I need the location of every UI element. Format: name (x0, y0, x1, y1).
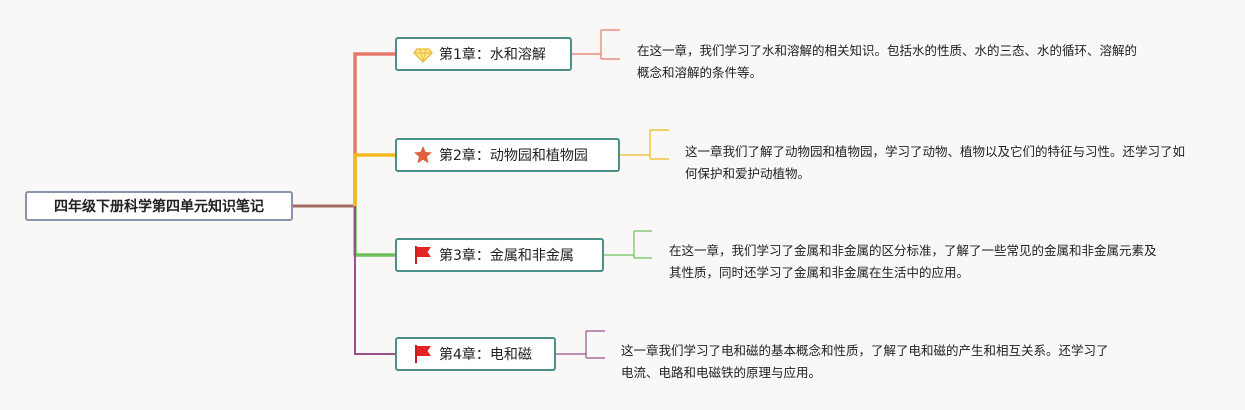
chapter-note-1: 在这一章，我们学习了水和溶解的相关知识。包括水的性质、水的三态、水的循环、溶解的… (637, 43, 1138, 80)
branch-line-2 (353, 153, 396, 206)
note-bracket-4 (556, 330, 605, 359)
note-bracket-1 (572, 29, 620, 60)
chapter-node-1[interactable]: 第1章：水和溶解 (395, 37, 572, 71)
root-title: 四年级下册科学第四单元知识笔记 (54, 199, 264, 215)
branch-line-1 (353, 52, 396, 206)
root-topic[interactable]: 四年级下册科学第四单元知识笔记 (25, 191, 293, 221)
branch-line-3 (353, 206, 396, 257)
chapter-note-3: 在这一章，我们学习了金属和非金属的区分标准，了解了一些常见的金属和非金属元素及其… (669, 243, 1157, 280)
note-bracket-2 (620, 129, 669, 160)
branch-line-4 (354, 206, 396, 355)
chapter-label-2: 第2章：动物园和植物园 (439, 148, 588, 164)
star-icon (413, 145, 433, 165)
chapter-label-1: 第1章：水和溶解 (439, 47, 546, 63)
chapter-node-3[interactable]: 第3章：金属和非金属 (395, 238, 604, 272)
note-bracket-3 (604, 230, 652, 259)
chapter-node-2[interactable]: 第2章：动物园和植物园 (395, 138, 620, 172)
diamond-icon (413, 44, 433, 64)
flag-icon (413, 344, 433, 364)
chapter-label-4: 第4章：电和磁 (439, 347, 532, 363)
chapter-node-4[interactable]: 第4章：电和磁 (395, 337, 556, 371)
flag-icon (413, 245, 433, 265)
chapter-label-3: 第3章：金属和非金属 (439, 248, 574, 264)
chapter-note-4: 这一章我们学习了电和磁的基本概念和性质，了解了电和磁的产生和相互关系。还学习了电… (621, 343, 1109, 380)
chapter-note-2: 这一章我们了解了动物园和植物园，学习了动物、植物以及它们的特征与习性。还学习了如… (685, 144, 1186, 181)
